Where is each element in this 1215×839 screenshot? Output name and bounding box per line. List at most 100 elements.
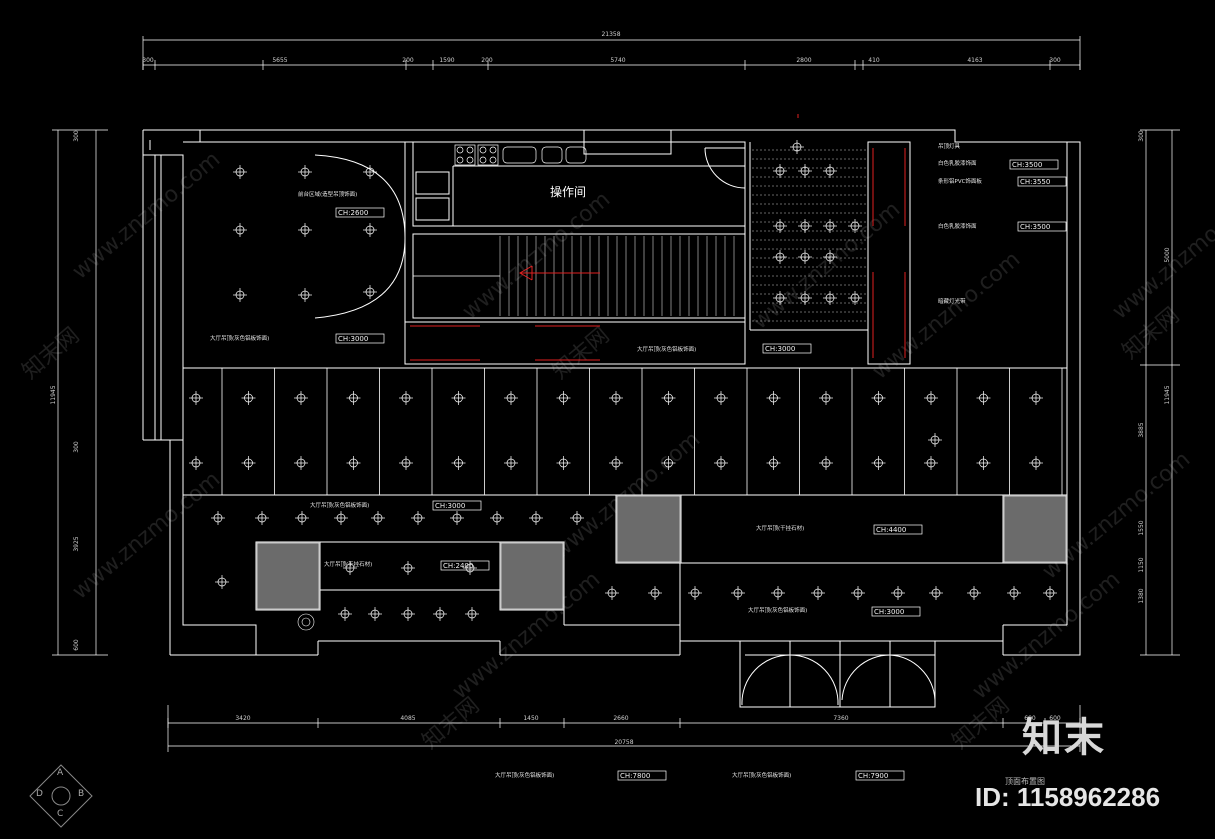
top-dim-label: 200 [402, 57, 414, 64]
lamp-icon [823, 219, 837, 233]
watermark-url: www.znzmo.com [458, 187, 615, 325]
lamp-icon [819, 456, 833, 470]
ceiling-height-label: CH:3000 [338, 335, 368, 343]
ceiling-height-tag: CH:3000 [432, 500, 482, 511]
ceiling-note: 暗藏灯光带 [938, 297, 966, 305]
lamp-icon [189, 456, 203, 470]
lamp-icon [504, 456, 518, 470]
ch-box [855, 770, 905, 781]
lamp-icon [294, 391, 308, 405]
ch-box [871, 606, 921, 617]
right-dim-label: 5000 [1164, 247, 1171, 262]
lamp-icon [189, 391, 203, 405]
lamp-icon [463, 561, 477, 575]
lamp-icon [928, 433, 942, 447]
lamp-icon [255, 511, 269, 525]
lamp-icon [661, 456, 676, 470]
lamp-icon [233, 288, 247, 302]
bottom-dim-label: 7360 [833, 715, 848, 722]
top-dim-label: 1590 [439, 57, 454, 64]
ch-box [1017, 221, 1067, 232]
ch-box [335, 333, 385, 344]
lamp-icon [233, 165, 247, 179]
dimension-lines [52, 36, 1180, 752]
ceiling-height-label: CH:2600 [338, 209, 368, 217]
lamp-icon [609, 456, 623, 470]
lamp-icon [731, 586, 745, 600]
lamp-icon [771, 586, 785, 600]
ceiling-height-tag: CH:3000 [335, 333, 385, 344]
lamp-icon [570, 511, 584, 525]
lamp-icon [773, 219, 787, 233]
lamp-icon [556, 456, 571, 470]
top-dim-label: 4163 [967, 57, 982, 64]
lamp-icon [401, 607, 415, 621]
ceiling-height-label: CH:4400 [876, 526, 906, 534]
watermark-url: www.znzmo.com [1108, 187, 1215, 325]
lamp-icon [298, 223, 312, 237]
bottom-dim-label: 600 [1049, 715, 1061, 722]
watermark-url: www.znzmo.com [68, 147, 225, 285]
lamp-icon [823, 250, 837, 264]
ceiling-height-tag: CH:3500 [1009, 159, 1059, 170]
lamp-icon [871, 456, 886, 470]
lamp-icon [1043, 586, 1057, 600]
lamp-icon [688, 586, 702, 600]
lamp-icon [504, 391, 518, 405]
lamp-icon [401, 561, 415, 575]
lamp-icon [929, 586, 943, 600]
left-dim-label: 3925 [73, 536, 80, 551]
bottom-dim-label: 600 [1024, 715, 1036, 722]
compass-top-letter: A [57, 768, 64, 778]
lamp-icon [1007, 586, 1021, 600]
lamp-icon [450, 511, 464, 525]
ch-box [1009, 159, 1059, 170]
ceiling-height-tag: CH:2400 [440, 560, 490, 571]
lamp-icon [241, 456, 256, 470]
ch-box [335, 207, 385, 218]
ceiling-height-label: CH:3000 [435, 502, 465, 510]
lamp-icon [1029, 391, 1043, 405]
watermark-url: www.znzmo.com [748, 197, 905, 335]
lamp-icon [798, 219, 812, 233]
lamp-icon [924, 391, 938, 405]
lamp-icon [215, 575, 229, 589]
lamp-icon [790, 140, 804, 154]
ceiling-height-tag: CH:7800 [617, 770, 667, 781]
top-dim-label: 300 [142, 57, 154, 64]
lamp-icon [819, 391, 833, 405]
ceiling-note: 大厅吊顶(干挂石材) [756, 524, 804, 532]
ceiling-height-label: CH:2400 [443, 562, 473, 570]
lamp-icon [233, 223, 247, 237]
ceiling-height-label: CH:3500 [1012, 161, 1042, 169]
bottom-dim-label: 4085 [400, 715, 415, 722]
staircase [413, 236, 735, 316]
lamp-icon [399, 391, 413, 405]
lamp-icon [766, 456, 781, 470]
ch-box [440, 560, 490, 571]
lamp-icon [363, 223, 377, 237]
lamp-icon [295, 511, 309, 525]
lamp-icon [465, 607, 479, 621]
ceiling-lamps [189, 140, 1057, 621]
lamp-icon [346, 456, 361, 470]
lamp-icon [798, 164, 812, 178]
ceiling-height-tag: CH:2600 [335, 207, 385, 218]
compass-left-letter: D [36, 789, 43, 799]
left-dim-label: 600 [73, 639, 80, 651]
lamp-icon [298, 165, 312, 179]
lamp-icon [891, 586, 905, 600]
sheet-title: 顶面布置图 [1005, 777, 1045, 786]
lamp-icon [371, 511, 385, 525]
right-dim-label: 1150 [1138, 557, 1145, 572]
stone-ceiling-blocks [256, 495, 1067, 610]
right-dim-label: 300 [1138, 130, 1145, 142]
ceiling-height-tag: CH:3000 [762, 343, 812, 354]
lamp-icon [343, 561, 357, 575]
lamp-icon [773, 291, 787, 305]
right-dim-label: 1380 [1138, 588, 1145, 603]
compass-diamond-icon [29, 764, 93, 828]
